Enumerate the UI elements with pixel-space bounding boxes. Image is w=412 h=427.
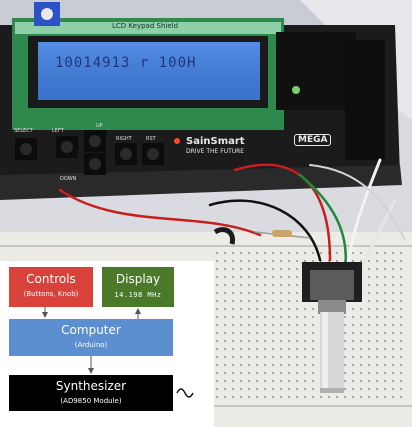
- board-model: MEGA: [294, 134, 332, 146]
- button-label-up: UP: [96, 123, 103, 129]
- button-label-rst: RST: [146, 136, 156, 142]
- rotary-encoder: [302, 262, 362, 393]
- synthesizer-title: Synthesizer: [55, 379, 127, 393]
- trimmer-screw: [41, 8, 53, 20]
- status-led: [292, 86, 300, 94]
- black-cable: [213, 227, 236, 245]
- computer-block: Computer (Arduino): [9, 319, 173, 356]
- display-block: Display 14.198 MHz: [102, 267, 174, 307]
- controls-title: Controls: [26, 272, 76, 286]
- controls-block: Controls (Buttons, Knob): [9, 267, 93, 307]
- power-led: [174, 138, 180, 144]
- synthesizer-subtitle: (AD9850 Module): [60, 397, 122, 405]
- computer-title: Computer: [61, 323, 121, 337]
- diagram-arrows: [42, 307, 194, 398]
- keypad-buttons: [15, 130, 164, 175]
- resistor: [254, 230, 311, 239]
- shield-label: LCD Keypad Shield: [112, 22, 179, 30]
- board-brand: SainSmart: [186, 136, 245, 147]
- sine-wave-icon: [176, 388, 194, 398]
- button-label-select: SELECT: [14, 128, 33, 134]
- synthesizer-block: Synthesizer (AD9850 Module): [9, 375, 173, 411]
- display-title: Display: [115, 272, 161, 286]
- shield-label-strip: [15, 22, 281, 34]
- lcd-readout: 10014913 r 100H: [55, 55, 197, 71]
- display-subtitle: 14.198 MHz: [114, 291, 162, 299]
- board-tagline: DRIVE THE FUTURE: [186, 148, 245, 155]
- lcd-glow: [38, 42, 260, 100]
- controls-subtitle: (Buttons, Knob): [23, 290, 79, 298]
- button-label-right: RIGHT: [116, 136, 132, 142]
- computer-subtitle: (Arduino): [74, 341, 108, 349]
- side-header-pins: [345, 40, 385, 160]
- button-label-left: LEFT: [52, 128, 64, 134]
- header-block: [276, 32, 356, 110]
- jumper-wires: [58, 158, 406, 272]
- button-label-down: DOWN: [60, 176, 77, 182]
